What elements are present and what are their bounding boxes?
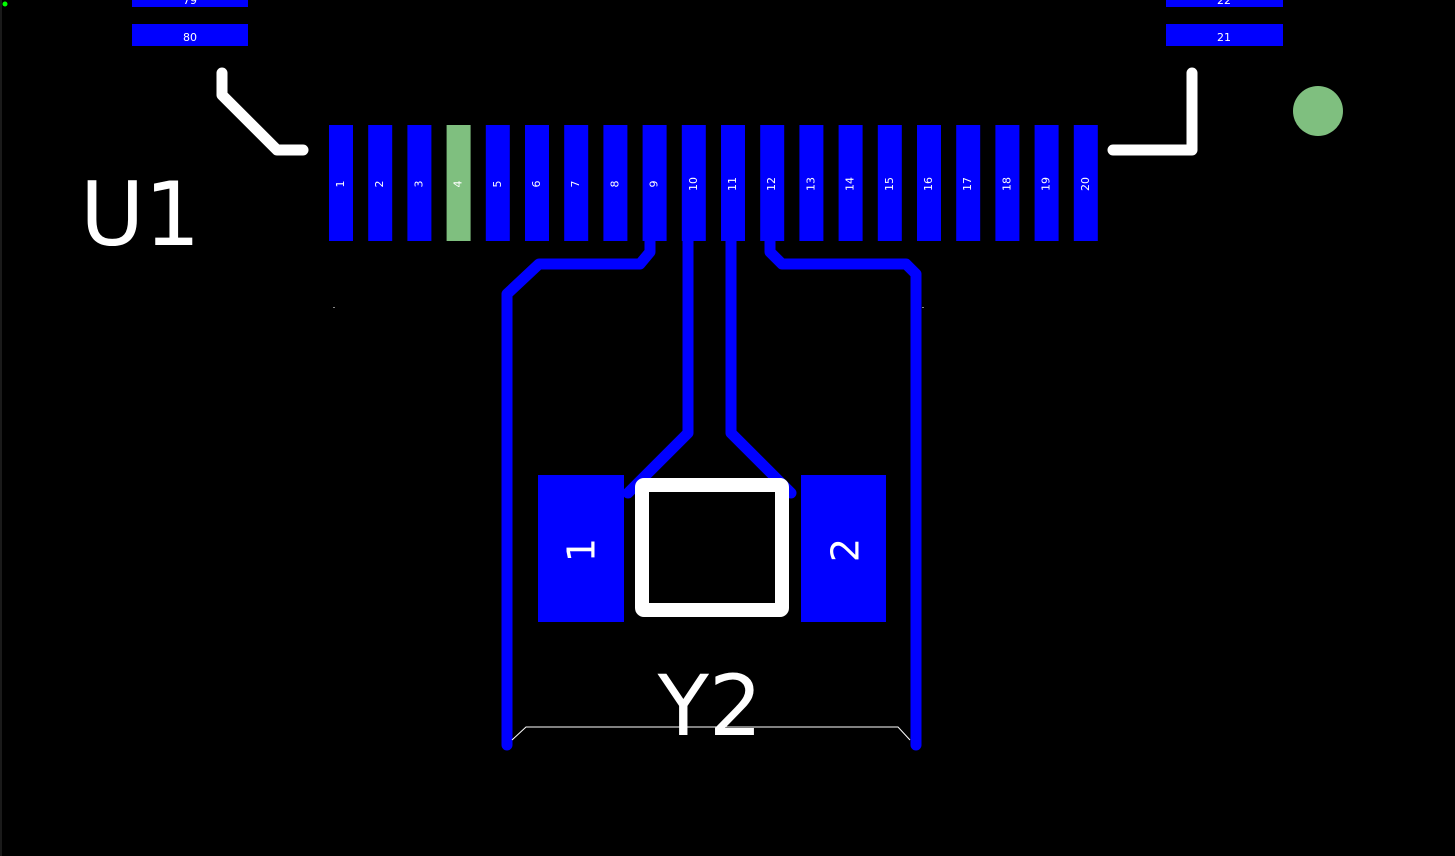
- u1-pad-3-label: 3: [412, 181, 425, 188]
- pad-21-label: 21: [1217, 31, 1231, 44]
- u1-pad-17-label: 17: [961, 177, 974, 191]
- trace-pin10-y2-pad1[interactable]: [622, 232, 694, 499]
- u1-pad-10[interactable]: [681, 125, 706, 241]
- u1-pad-5[interactable]: [485, 125, 510, 241]
- u1-pad-4-label: 4: [452, 181, 465, 188]
- pad-79[interactable]: [132, 0, 248, 7]
- y2-pads: 1 2: [538, 475, 886, 622]
- pad-80-label: 80: [183, 31, 197, 44]
- origin-marker-icon: [2, 1, 8, 7]
- y2-courtyard-line: [511, 726, 911, 741]
- u1-designator: U1: [80, 163, 200, 266]
- u1-pad-2-label: 2: [373, 181, 386, 188]
- stray-mark: [333, 307, 335, 308]
- u1-pad-19[interactable]: [1034, 125, 1059, 241]
- trace-pin9-y2[interactable]: [501, 232, 656, 751]
- y2-pad-1[interactable]: [538, 475, 624, 622]
- u1-pad-14-label: 14: [844, 177, 857, 191]
- u1-pad-18[interactable]: [995, 125, 1020, 241]
- u1-pad-12[interactable]: [760, 125, 785, 241]
- u1-pad-10-label: 10: [687, 177, 700, 191]
- pad-22-label: 22: [1217, 0, 1231, 7]
- u1-right-column-pads: 22 21: [1166, 0, 1283, 46]
- u1-pad-11[interactable]: [721, 125, 745, 241]
- y2-pad-1-label: 1: [560, 538, 604, 562]
- u1-silk-corner-left: [216, 67, 309, 156]
- u1-pad-20[interactable]: [1073, 125, 1098, 241]
- u1-pad-3[interactable]: [407, 125, 432, 241]
- u1-pad-9[interactable]: [642, 125, 667, 241]
- u1-pad-11-label: 11: [726, 177, 739, 191]
- y2-pad-2-label: 2: [824, 538, 868, 562]
- pad-79-label: 79: [183, 0, 197, 7]
- u1-pad-4[interactable]: [446, 125, 471, 241]
- u1-pad-13-label: 13: [804, 177, 817, 191]
- y2-silk-body: [635, 478, 789, 617]
- u1-pad-17[interactable]: [956, 125, 981, 241]
- copper-traces: [501, 232, 922, 751]
- u1-pad-8-label: 8: [608, 181, 621, 188]
- u1-pad-16-label: 16: [922, 177, 935, 191]
- u1-pad-12-label: 12: [765, 177, 778, 191]
- u1-pad-6[interactable]: [525, 125, 549, 241]
- u1-pad-15[interactable]: [877, 125, 902, 241]
- pad-22[interactable]: [1166, 0, 1283, 7]
- trace-pin12-y2[interactable]: [764, 232, 922, 751]
- u1-pad-1[interactable]: [329, 125, 353, 241]
- u1-left-column-pads: 79 80: [132, 0, 248, 46]
- u1-pad-7[interactable]: [564, 125, 589, 241]
- u1-pad-20-label: 20: [1079, 177, 1092, 191]
- pad-80[interactable]: [132, 24, 248, 46]
- stray-mark: [922, 307, 924, 308]
- y2-pad-2[interactable]: [801, 475, 886, 622]
- u1-pad-9-label: 9: [648, 181, 661, 188]
- fiducial-icon: [1293, 86, 1343, 136]
- y2-designator: Y2: [657, 657, 763, 755]
- trace-pin11-y2-pad2[interactable]: [725, 232, 797, 499]
- u1-pad-5-label: 5: [491, 181, 504, 188]
- u1-pad-13[interactable]: [799, 125, 824, 241]
- u1-pad-14[interactable]: [838, 125, 863, 241]
- u1-pad-19-label: 19: [1040, 177, 1053, 191]
- u1-pad-2[interactable]: [368, 125, 393, 241]
- u1-pad-1-label: 1: [334, 181, 347, 188]
- u1-pad-8[interactable]: [603, 125, 628, 241]
- u1-pad-15-label: 15: [883, 177, 896, 191]
- u1-pad-7-label: 7: [569, 181, 582, 188]
- u1-silk-corner-right: [1107, 67, 1198, 156]
- u1-pad-16[interactable]: [917, 125, 941, 241]
- u1-pad-6-label: 6: [530, 181, 543, 188]
- u1-pad-18-label: 18: [1000, 177, 1013, 191]
- pad-21[interactable]: [1166, 24, 1283, 46]
